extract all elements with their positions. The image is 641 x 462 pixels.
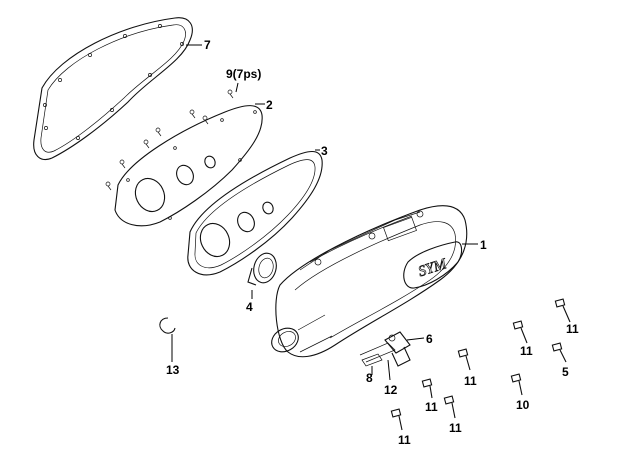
part-7-gasket[interactable] — [33, 17, 193, 160]
bolts[interactable] — [390, 298, 571, 431]
part-13-circlip[interactable] — [159, 317, 176, 362]
callout-2: 2 — [266, 98, 273, 112]
callout-12: 12 — [384, 383, 398, 397]
part-1-crankcase-cover[interactable]: SYM — [267, 205, 468, 358]
callout-11-b: 11 — [520, 344, 533, 358]
callout-1: 1 — [480, 238, 487, 252]
callout-11-f: 11 — [398, 433, 411, 447]
callout-8: 8 — [366, 371, 373, 385]
callout-3: 3 — [321, 144, 328, 158]
part-6-fitting[interactable] — [384, 331, 411, 367]
callout-11-c: 11 — [464, 374, 477, 388]
callout-4: 4 — [246, 300, 253, 314]
part-3-gasket[interactable] — [187, 150, 323, 276]
callout-11-e: 11 — [449, 421, 462, 435]
part-8-12-bracket[interactable] — [359, 342, 396, 375]
callout-11-d: 11 — [425, 400, 438, 414]
part-2-inner-cover[interactable] — [114, 105, 263, 227]
callout-6: 6 — [426, 332, 433, 346]
callout-labels: 7 9(7ps) 2 3 1 4 6 11 11 5 11 10 11 11 1… — [166, 38, 579, 447]
callout-10: 10 — [516, 398, 530, 412]
callout-11-a: 11 — [566, 322, 579, 336]
callout-5: 5 — [562, 365, 569, 379]
callout-13: 13 — [166, 363, 180, 377]
callout-7: 7 — [204, 38, 211, 52]
leader-lines — [186, 44, 478, 381]
callout-9: 9(7ps) — [226, 67, 261, 81]
part-9-screws[interactable] — [105, 89, 234, 191]
part-4-clamp[interactable] — [247, 251, 280, 286]
